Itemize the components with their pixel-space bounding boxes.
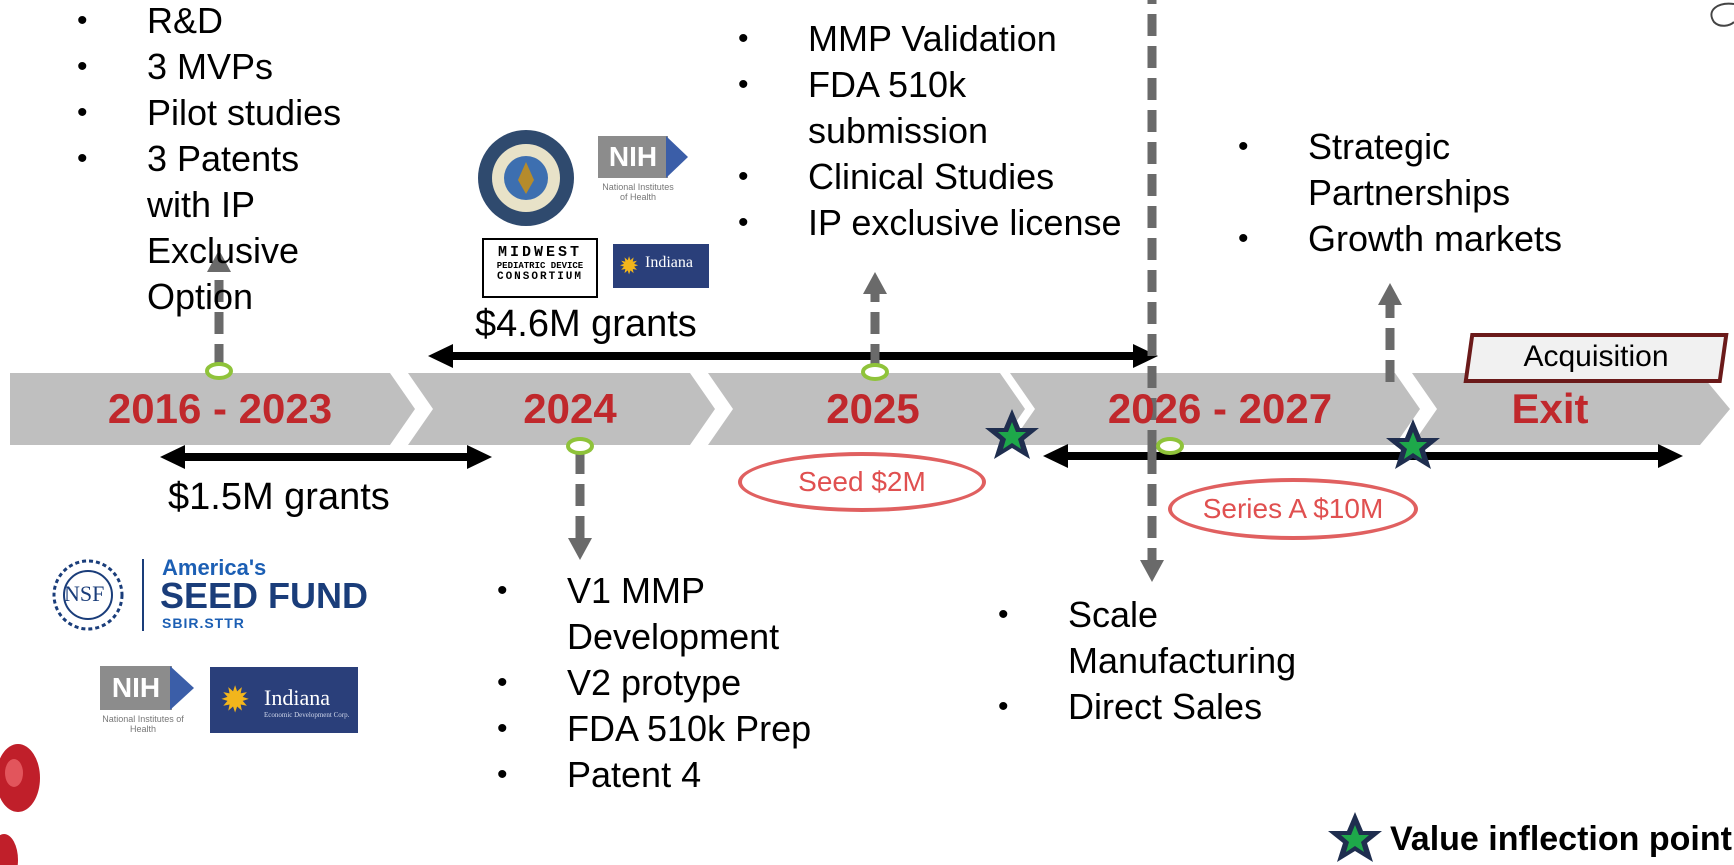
funding-series-a: Series A $10M [1168,478,1418,540]
list-item: Pilot studies [77,90,457,136]
nsf-icon-text: NSF [64,581,105,606]
star-icon [985,409,1039,459]
milestone-arrow-2024 [568,452,592,560]
list-item: FDA 510k submission [738,62,1008,154]
star-icon [1386,419,1440,469]
milestones-rd-list: R&D 3 MVPs Pilot studies 3 Patents with … [77,0,457,320]
indiana-logo-sub: Economic Development Corp. [264,711,350,719]
list-item: Clinical Studies [738,154,1158,200]
segment-label-2026-2027: 2026 - 2027 [1107,385,1333,432]
nih-logo-caption: National Institutes of Health [102,714,184,734]
list-item: Patent 4 [497,752,857,798]
milestone-marker [861,363,889,381]
milestone-marker [205,362,233,380]
milestone-arrow-exit [1378,283,1402,382]
list-item: Direct Sales [998,684,1358,730]
legend-label: Value inflection point [1390,820,1732,858]
grant-arrow-early [160,445,492,469]
midwest-logo-line: MIDWEST [497,244,582,261]
indiana-logo-bottom: ✹ Indiana Economic Development Corp. [210,667,358,733]
nih-logo-mark: NIH [100,666,172,710]
timeline-segment-2 [408,373,715,445]
milestones-2024-list: V1 MMP Development V2 protype FDA 510k P… [497,568,857,798]
funding-seed: Seed $2M [738,452,986,512]
decorative-outline [1710,2,1734,27]
milestone-arrow-2025 [863,272,887,366]
indiana-logo: ✹ Indiana [613,244,709,288]
timeline-segment-1 [10,373,415,445]
grant-label-early: $1.5M grants [168,476,390,518]
milestones-scale-list: Scale Manufacturing Direct Sales [998,592,1358,730]
decorative-cells [0,744,40,865]
list-item: Growth markets [1238,216,1658,262]
nih-logo-caption: National Institutes of Health [602,182,674,202]
list-item: FDA 510k Prep [497,706,857,752]
list-item: Scale Manufacturing [998,592,1296,684]
list-item: V1 MMP Development [497,568,779,660]
sun-icon: ✹ [619,254,640,280]
sun-icon: ✹ [220,680,251,720]
seed-fund-main: SEED FUND [160,575,369,616]
list-item: Strategic Partnerships [1238,124,1510,216]
indiana-logo-text: Indiana [264,685,330,710]
milestones-2025-list: MMP Validation FDA 510k submission Clini… [738,16,1158,246]
list-item: 3 MVPs [77,44,457,90]
list-item: MMP Validation [738,16,1158,62]
segment-label-exit: Exit [1511,385,1589,432]
nih-logo-chevron [666,136,688,178]
nih-logo: NIH National Institutes of Health [598,136,690,204]
acquisition-label: Acquisition [1523,340,1669,373]
grant-label-mid: $4.6M grants [475,303,697,345]
segment-label-2016-2023: 2016 - 2023 [107,385,333,432]
segment-label-2024: 2024 [523,385,617,432]
list-item: 3 Patents with IP Exclusive Option [77,136,367,320]
midwest-logo-line: PEDIATRIC DEVICE [496,261,584,271]
legend-star-icon [1328,812,1382,862]
list-item: V2 protype [497,660,857,706]
timeline-segment-3 [708,373,1025,445]
nsf-icon [52,559,124,631]
midwest-logo-line: CONSORTIUM [496,271,583,283]
seed-fund-divider [142,559,144,631]
nih-logo-bottom: NIH National Institutes of Health [100,666,196,746]
nih-logo-mark: NIH [598,136,668,178]
midwest-consortium-logo: MIDWEST PEDIATRIC DEVICE CONSORTIUM [482,238,598,298]
segment-label-2025: 2025 [826,385,920,432]
milestone-marker [1156,437,1184,455]
grant-arrow-mid [428,344,1158,368]
list-item: IP exclusive license [738,200,1158,246]
seed-fund-sub: SBIR.STTR [162,615,245,631]
list-item: R&D [77,0,457,44]
seed-fund-logo: NSF America's SEED FUND SBIR.STTR [50,555,390,635]
indiana-logo-text: Indiana [645,254,693,271]
seed-fund-top: America's [162,555,267,580]
milestone-marker [566,437,594,455]
nih-logo-chevron [170,666,194,710]
funding-arrow [1043,444,1683,468]
timeline-segment-5 [1412,373,1730,445]
timeline-segment-4 [1010,373,1420,445]
milestones-exit-list: Strategic Partnerships Growth markets [1238,124,1658,262]
dod-seal-logo [478,130,574,226]
